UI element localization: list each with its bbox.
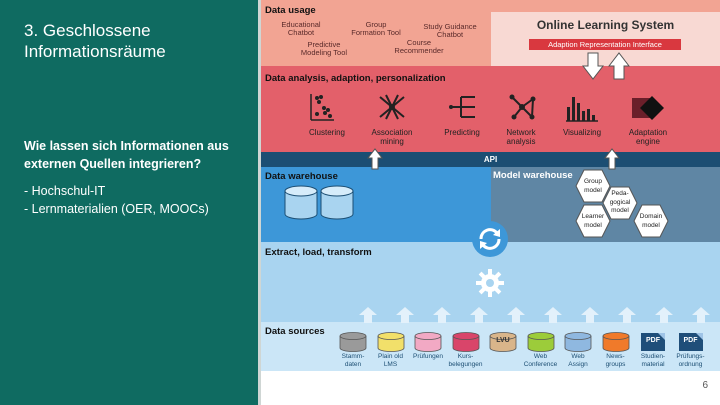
arrow-up-icon [470, 307, 488, 323]
source-cylinder-icon [339, 332, 367, 352]
data-warehouse-label: Data warehouse [265, 171, 338, 182]
arrow-up-icon [367, 148, 383, 170]
tool-predicting: Predicting [444, 128, 480, 137]
arrow-up-icon [396, 307, 414, 323]
data-usage-label: Data usage [265, 5, 316, 16]
source-item: Prüfungen [410, 332, 446, 361]
arrow-up-icon [604, 148, 620, 170]
source-cylinder-icon [377, 332, 404, 352]
api-label: API [483, 155, 498, 164]
arrow-up-icon [359, 307, 377, 323]
domain-model-hex [633, 204, 669, 238]
predicting-icon [449, 96, 475, 118]
divider [258, 0, 261, 405]
arrow-up-icon [655, 307, 673, 323]
page-number: 6 [702, 380, 708, 391]
source-label: Stamm-daten [341, 353, 365, 368]
tool-visualizing: Visualizing [562, 128, 602, 137]
analysis-layer: Data analysis, adaption, personalization… [261, 66, 720, 152]
arrow-up-icon [507, 307, 525, 323]
api-bar: API [261, 152, 720, 167]
source-item: News-groups [598, 332, 634, 368]
pdf-icon [641, 333, 665, 351]
database-icon [284, 185, 318, 220]
arrow-up-icon [433, 307, 451, 323]
source-cylinder-icon [602, 332, 629, 352]
source-label: Prüfungs-ordnung [676, 353, 705, 368]
visualizing-icon [566, 97, 598, 122]
source-item: Kurs-belegungen [448, 332, 484, 368]
online-learning-system-box: Online Learning System Adaption Represen… [491, 12, 720, 66]
ols-title: Online Learning System [536, 18, 675, 32]
adaptation-icon [632, 96, 664, 120]
network-icon [509, 94, 536, 120]
source-badge: PDF [683, 337, 698, 344]
bullet-item: Lernmaterialien (OER, MOOCs) [24, 200, 252, 218]
etl-label: Extract, load, transform [265, 247, 372, 258]
refresh-icon [472, 221, 508, 257]
source-item: Stamm-daten [335, 332, 371, 368]
arrow-up-icon [692, 307, 710, 323]
slide-title: 3. Geschlossene Informationsräume [24, 21, 166, 61]
clustering-icon [310, 94, 334, 121]
association-icon [379, 94, 405, 120]
source-cylinder-icon [527, 332, 554, 352]
pedagogical-model-hex [602, 186, 638, 220]
source-item: PDF Studien-material [635, 332, 671, 368]
source-label: Kurs-belegungen [448, 353, 483, 368]
gear-icon [476, 269, 504, 297]
tool-clustering: Clustering [308, 128, 345, 137]
source-label: Prüfungen [413, 353, 443, 360]
source-cylinder-icon [414, 332, 442, 352]
source-cylinder-icon [452, 332, 479, 352]
source-badge: LVU [496, 337, 510, 344]
ols-interface: Adaption Representation Interface [529, 39, 681, 50]
arrow-down-icon [582, 52, 604, 80]
arrow-up-icon [544, 307, 562, 323]
slide-question: Wie lassen sich Informationen aus extern… [24, 139, 229, 171]
arrow-up-icon [581, 307, 599, 323]
group-model-hex [575, 169, 611, 203]
database-icon [320, 185, 354, 220]
pdf-icon [678, 333, 703, 351]
model-warehouse-label: Model warehouse [493, 170, 573, 181]
source-cylinder-icon [489, 332, 517, 352]
arrow-up-icon [618, 307, 636, 323]
bullet-list: Hochschul-IT Lernmaterialien (OER, MOOCs… [24, 182, 252, 218]
source-item: PDF Prüfungs-ordnung [673, 332, 709, 368]
source-badge: PDF [646, 337, 660, 344]
source-cylinder-icon [564, 332, 592, 352]
source-item: LVU [485, 332, 521, 353]
source-label: Studien-material [640, 353, 666, 368]
analysis-label: Data analysis, adaption, personalization [265, 73, 446, 84]
bullet-item: Hochschul-IT [24, 182, 252, 200]
learner-model-hex [575, 204, 611, 238]
sidebar: 3. Geschlossene Informationsräume Wie la… [0, 0, 258, 405]
sources-label: Data sources [265, 326, 325, 337]
source-label: News-groups [605, 353, 626, 368]
arrow-up-icon [608, 52, 630, 80]
